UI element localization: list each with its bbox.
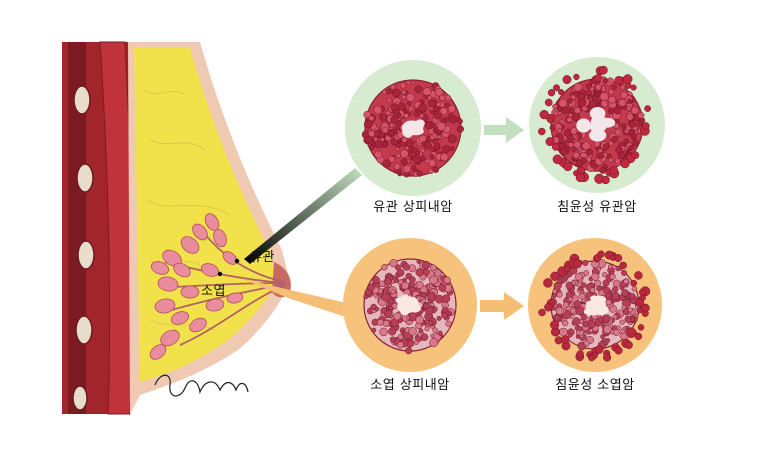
breast-anatomy-illustration [62, 41, 291, 415]
ilc-label: 침윤성 소엽암 [555, 378, 635, 393]
rib-cross-sections [72, 85, 95, 411]
lobule-pointer-dot [217, 271, 223, 277]
dcis-duct-cross-section [361, 79, 464, 178]
idc-label: 침윤성 유관암 [557, 200, 637, 215]
ilc-lobule-cross-section [538, 250, 651, 362]
duct-connector-line [244, 168, 362, 264]
lobule-label: 소엽 [201, 284, 226, 299]
lobule-connector-line [240, 278, 355, 320]
duct-pointer-dot [234, 258, 240, 264]
lobule-progression-arrow [480, 292, 524, 320]
artist-signature-mark [154, 374, 249, 397]
lcis-label: 소엽 상피내암 [370, 378, 450, 393]
lobule-clusters [149, 213, 244, 360]
duct-label: 유관 [250, 250, 275, 265]
fat-lobule-lines [144, 89, 231, 331]
dcis-label: 유관 상피내암 [373, 200, 453, 215]
idc-duct-cross-section [538, 65, 651, 185]
duct-progression-arrow [484, 117, 524, 143]
lcis-lobule-cross-section [363, 258, 457, 355]
